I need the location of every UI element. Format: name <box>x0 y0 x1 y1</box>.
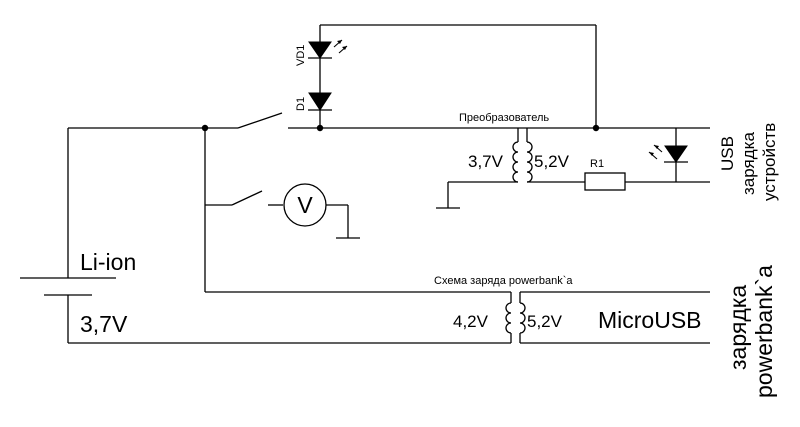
label-battery-type: Li-ion <box>80 249 136 275</box>
label-powerbank-line1: зарядка <box>725 285 751 370</box>
led-vd1 <box>308 25 348 59</box>
resistor-r1 <box>584 172 710 191</box>
label-converter-secondary-voltage: 5,2V <box>534 152 570 171</box>
label-usb-line2: зарядка <box>739 132 758 195</box>
diode-d1 <box>308 58 332 128</box>
output-led <box>596 127 710 182</box>
main-switch <box>237 112 596 129</box>
label-charge-secondary-voltage: 5,2V <box>527 312 563 331</box>
voltmeter-symbol: V <box>297 192 313 218</box>
label-usb-line1: USB <box>718 136 737 171</box>
led-feed-wire <box>320 24 597 128</box>
label-battery-voltage: 3,7V <box>80 311 128 337</box>
label-vd1: VD1 <box>295 45 307 66</box>
label-d1: D1 <box>295 97 307 111</box>
junction-node <box>316 124 324 132</box>
converter-transformer <box>436 128 585 209</box>
voltmeter-switch <box>204 128 283 292</box>
label-powerbank-line2: powerbank`a <box>751 265 777 398</box>
label-charge-primary-voltage: 4,2V <box>453 312 489 331</box>
label-r1: R1 <box>590 158 604 170</box>
label-charge-circuit: Схема заряда powerbank`a <box>434 275 573 287</box>
voltmeter <box>283 183 360 239</box>
label-converter: Преобразователь <box>459 112 549 124</box>
label-converter-primary-voltage: 3,7V <box>468 152 504 171</box>
battery-symbol <box>20 128 116 343</box>
charge-circuit-transformer <box>68 291 710 344</box>
label-usb-line3: устройств <box>760 123 779 201</box>
label-microusb: MicroUSB <box>598 307 702 333</box>
